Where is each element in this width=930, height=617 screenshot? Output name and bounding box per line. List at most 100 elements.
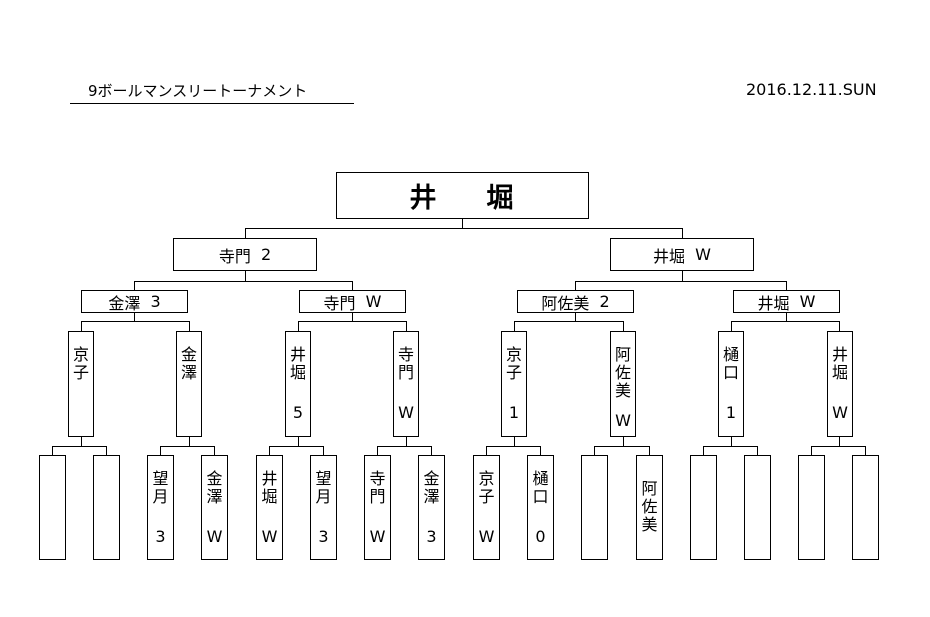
connector-line	[731, 437, 732, 446]
connector-line	[811, 446, 812, 455]
champion-box: 井堀	[336, 172, 589, 219]
round2-slot-7: 樋口 1	[718, 331, 744, 437]
slot-name: 寺門	[218, 246, 251, 266]
connector-line	[189, 321, 190, 331]
slot-name: 阿佐美	[614, 345, 631, 400]
connector-line	[486, 446, 541, 447]
semifinal-slot-1: 寺門 2	[173, 238, 317, 271]
connector-line	[575, 281, 787, 282]
slot-name: 井堀	[289, 345, 306, 382]
connector-line	[594, 446, 650, 447]
slot-name: 望月	[152, 469, 169, 506]
connector-line	[703, 446, 758, 447]
connector-line	[757, 446, 758, 455]
connector-line	[352, 281, 353, 290]
slot-name: 寺門	[369, 469, 386, 506]
tournament-date: 2016.12.11.SUN	[746, 80, 877, 99]
connector-line	[298, 437, 299, 446]
slot-score: 2	[261, 245, 272, 264]
slot-name: 金澤	[108, 293, 141, 313]
connector-line	[623, 437, 624, 446]
connector-line	[811, 446, 866, 447]
round1-slot-10: 樋口 0	[527, 455, 554, 560]
connector-line	[377, 446, 378, 455]
connector-line	[269, 446, 324, 447]
champion-name-char-2: 堀	[486, 183, 516, 214]
slot-score: 1	[508, 403, 520, 422]
round1-slot-8: 金澤 3	[418, 455, 445, 560]
quarterfinal-slot-3: 阿佐美 2	[517, 290, 634, 313]
connector-line	[594, 446, 595, 455]
connector-line	[134, 281, 135, 290]
connector-line	[731, 321, 840, 322]
quarterfinal-slot-2: 寺門 W	[299, 290, 406, 313]
slot-score: W	[695, 245, 711, 264]
connector-line	[865, 446, 866, 455]
connector-line	[462, 219, 463, 228]
round1-slot-13	[690, 455, 717, 560]
connector-line	[839, 437, 840, 446]
connector-line	[731, 321, 732, 331]
connector-line	[649, 446, 650, 455]
connector-line	[431, 446, 432, 455]
round2-slot-4: 寺門 W	[393, 331, 419, 437]
slot-score: W	[398, 403, 414, 422]
connector-line	[134, 313, 135, 321]
slot-name: 井堀	[652, 246, 685, 266]
round1-slot-3: 望月 3	[147, 455, 174, 560]
slot-name: 井堀	[261, 469, 278, 506]
connector-line	[160, 446, 161, 455]
quarterfinal-slot-1: 金澤 3	[81, 290, 188, 313]
round2-slot-5: 京子 1	[501, 331, 527, 437]
connector-line	[786, 313, 787, 321]
connector-line	[514, 321, 515, 331]
slot-name: 寺門	[397, 345, 414, 382]
connector-line	[623, 321, 624, 331]
round1-slot-16	[852, 455, 879, 560]
connector-line	[81, 321, 190, 322]
connector-line	[269, 446, 270, 455]
connector-line	[245, 228, 246, 238]
slot-score: 0	[535, 527, 546, 546]
connector-line	[52, 446, 107, 447]
connector-line	[786, 281, 787, 290]
connector-line	[134, 281, 353, 282]
round2-slot-6: 阿佐美 W	[610, 331, 636, 437]
slot-name: 望月	[315, 469, 332, 506]
connector-line	[682, 271, 683, 281]
slot-score: 1	[725, 403, 737, 422]
round2-slot-8: 井堀 W	[827, 331, 853, 437]
slot-score: W	[799, 292, 816, 311]
slot-score: 3	[150, 292, 161, 311]
round2-slot-1: 京子	[68, 331, 94, 437]
slot-name: 金澤	[423, 469, 440, 506]
connector-line	[703, 446, 704, 455]
round1-slot-11	[581, 455, 608, 560]
slot-score: W	[365, 292, 382, 311]
connector-line	[839, 321, 840, 331]
slot-score: W	[478, 527, 495, 546]
connector-line	[189, 437, 190, 446]
slot-name: 井堀	[831, 345, 848, 382]
connector-line	[245, 228, 683, 229]
round1-slot-14	[744, 455, 771, 560]
connector-line	[298, 321, 299, 331]
slot-score: 3	[318, 527, 329, 546]
slot-name: 寺門	[323, 293, 356, 313]
slot-score: 3	[155, 527, 166, 546]
round2-slot-2: 金澤	[176, 331, 202, 437]
connector-line	[486, 446, 487, 455]
slot-name: 阿佐美	[641, 479, 658, 534]
slot-score: W	[615, 411, 631, 430]
slot-name: 樋口	[722, 345, 739, 382]
connector-line	[81, 321, 82, 331]
slot-score: 5	[292, 403, 304, 422]
round2-slot-3: 井堀 5	[285, 331, 311, 437]
champion-name-char-1: 井	[409, 183, 439, 214]
round1-slot-15	[798, 455, 825, 560]
connector-line	[575, 281, 576, 290]
tournament-title: 9ボールマンスリートーナメント	[88, 82, 308, 100]
connector-line	[682, 228, 683, 238]
connector-line	[352, 313, 353, 321]
connector-line	[81, 437, 82, 446]
